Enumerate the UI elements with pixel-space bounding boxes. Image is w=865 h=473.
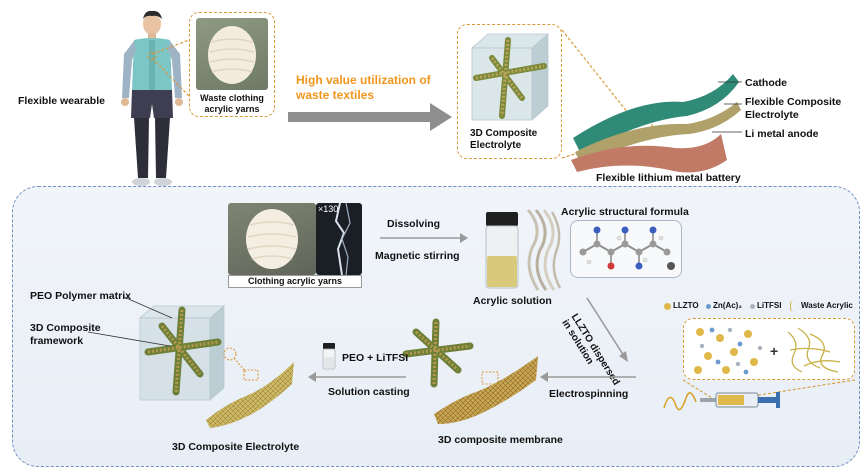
composite-electrolyte-label: 3D Composite Electrolyte [470, 128, 538, 151]
composite-cube-top [470, 33, 550, 121]
clothing-yarns-caption: Clothing acrylic yarns [247, 276, 343, 286]
llzto-legend-icon [664, 303, 671, 310]
litfsi-legend-icon [750, 304, 755, 309]
dissolving-arrow [380, 233, 468, 243]
waste-acrylic-legend-label: Waste Acrylic [801, 301, 853, 310]
composite-membrane [402, 318, 538, 424]
peo-matrix-label: PEO Polymer matrix [30, 290, 131, 302]
yarn-caption: Waste clothing acrylic yarns [200, 93, 264, 114]
flexible-wearable-label: Flexible wearable [18, 95, 105, 107]
solution-casting-arrow [308, 372, 406, 382]
waste-acrylic-legend-icon [790, 300, 798, 312]
llzto-legend-label: LLZTO [673, 301, 699, 310]
composite-framework-label: 3D Composite framework [30, 322, 101, 347]
yarn-photo-box: Waste clothing acrylic yarns [189, 12, 275, 117]
litfsi-legend-label: LiTFSI [757, 301, 782, 310]
electrospinning-label: Electrospinning [549, 388, 629, 400]
composite-electrolyte-bottom-label: 3D Composite Electrolyte [172, 441, 300, 453]
structural-formula-label: Acrylic structural formula [561, 206, 689, 218]
dissolving-label: Dissolving [387, 218, 441, 230]
li-anode-label: Li metal anode [745, 128, 819, 140]
solution-casting-label: Solution casting [328, 386, 410, 398]
clothing-yarns-caption-box [228, 275, 362, 288]
clothing-yarn-photo [228, 203, 316, 275]
magnetic-stirring-label: Magnetic stirring [375, 250, 460, 262]
electrospinning-syringe [663, 392, 780, 411]
sem-fiber-photo: ×130 [316, 203, 362, 275]
precursor-mixture: + [694, 327, 841, 375]
peo-litfsi-label: PEO + LiTFSI [342, 352, 409, 364]
znac-legend-icon [706, 304, 711, 309]
yarn-photo [196, 18, 268, 90]
electrospinning-arrow [540, 372, 636, 382]
flexible-composite-electrolyte-label: Flexible Composite Electrolyte [745, 96, 842, 121]
acrylic-solution-vial [485, 212, 519, 289]
svg-text:+: + [770, 343, 778, 359]
composite-membrane-label: 3D composite membrane [438, 434, 563, 446]
acrylic-solution-label: Acrylic solution [473, 295, 552, 307]
components-legend: LLZTO Zn(Ac)₂ LiTFSI Waste Acrylic [664, 300, 864, 314]
peo-litfsi-vial [322, 343, 336, 370]
utilization-text: High value utilization of waste textiles [296, 73, 431, 102]
process-arrow-top [288, 103, 452, 131]
magnification-label: ×130 [318, 204, 339, 214]
znac-legend-label: Zn(Ac)₂ [713, 301, 742, 310]
person-illustration [121, 10, 183, 186]
flexible-battery [571, 74, 741, 173]
molecular-structure [579, 226, 675, 270]
acrylic-fiber-bundle [526, 209, 562, 291]
cathode-label: Cathode [745, 77, 787, 89]
battery-label: Flexible lithium metal battery [596, 172, 741, 184]
composite-electrolyte-cube [138, 305, 294, 428]
